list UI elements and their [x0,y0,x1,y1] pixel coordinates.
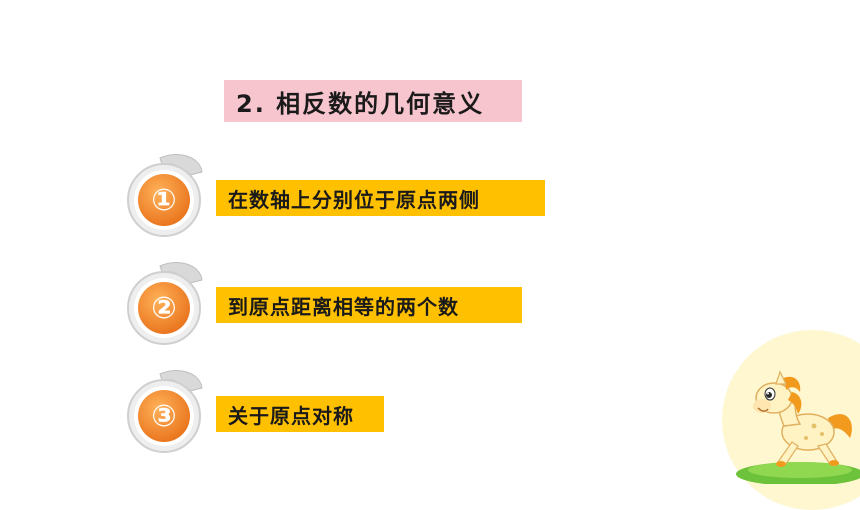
item-label-1: 在数轴上分别位于原点两侧 [216,180,545,216]
badge-circle-icon [127,370,203,453]
badge-number: ① [151,182,177,218]
item-label-3: 关于原点对称 [216,396,384,432]
cartoon-horse-icon [736,370,860,484]
badge-circle-icon [127,154,203,237]
badge-circle-icon [127,262,203,345]
badge-3: ③ [122,366,212,456]
badge-number: ③ [151,398,177,434]
badge-number: ② [151,290,177,326]
badge-2: ② [122,258,212,348]
page-title: 2. 相反数的几何意义 [224,80,522,122]
badge-1: ① [122,150,212,240]
item-label-2: 到原点距离相等的两个数 [216,287,522,323]
